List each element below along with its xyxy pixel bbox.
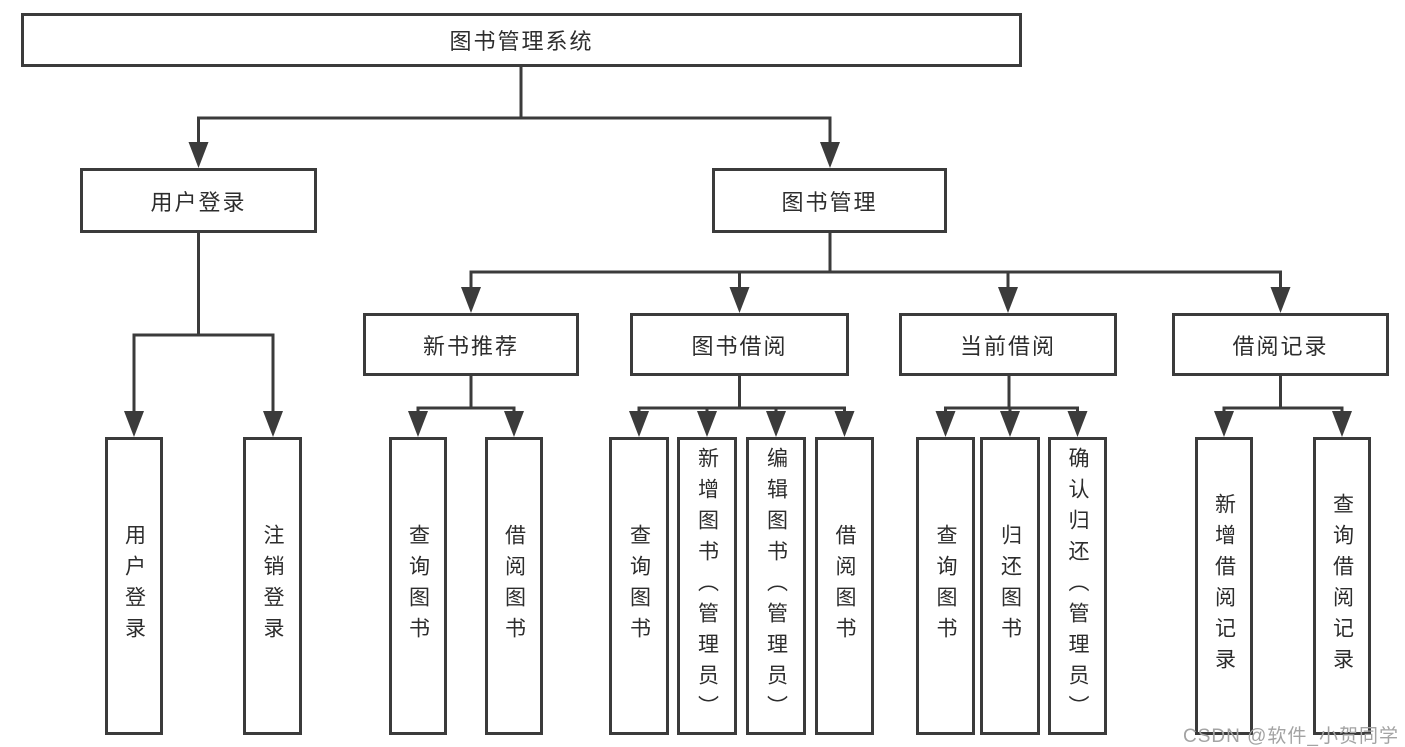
node-book-borrow: 图书借阅 — [630, 313, 849, 376]
arrowhead-icon — [504, 411, 524, 437]
leaf-recommend-borrow-books-label: 借阅图书 — [502, 524, 526, 648]
leaf-add-books-admin: 新增图书（管理员） — [677, 437, 737, 735]
leaf-borrow-books: 借阅图书 — [815, 437, 874, 735]
leaf-borrow-query-books: 查询图书 — [609, 437, 669, 735]
arrowhead-icon — [729, 287, 750, 313]
leaf-recommend-query-books: 查询图书 — [389, 437, 447, 735]
leaf-confirm-return-admin: 确认归还（管理员） — [1048, 437, 1107, 735]
arrowhead-icon — [188, 142, 209, 168]
arrowhead-icon — [820, 142, 840, 168]
connector-book-management-children — [469, 233, 1282, 292]
arrowhead-icon — [1332, 411, 1352, 437]
arrowhead-icon — [408, 411, 428, 437]
arrowhead-icon — [1214, 411, 1234, 437]
node-book-borrow-label: 图书借阅 — [691, 333, 788, 359]
node-book-management: 图书管理 — [712, 168, 947, 233]
arrowhead-icon — [998, 287, 1018, 313]
leaf-confirm-return-admin-label: 确认归还（管理员） — [1066, 446, 1089, 726]
leaf-add-books-admin-label: 新增图书（管理员） — [695, 446, 719, 726]
arrowhead-icon — [834, 411, 855, 437]
arrowhead-icon — [629, 411, 649, 437]
leaf-query-borrow-record: 查询借阅记录 — [1313, 437, 1371, 735]
leaf-edit-books-admin-label: 编辑图书（管理员） — [764, 446, 788, 726]
leaf-edit-books-admin: 编辑图书（管理员） — [746, 437, 806, 735]
leaf-user-login-label: 用户登录 — [122, 524, 146, 648]
node-borrow-records-label: 借阅记录 — [1232, 333, 1329, 359]
arrowhead-icon — [263, 411, 283, 437]
leaf-add-borrow-record-label: 新增借阅记录 — [1212, 493, 1236, 679]
leaf-return-books: 归还图书 — [980, 437, 1040, 735]
node-borrow-records: 借阅记录 — [1172, 313, 1389, 376]
arrowhead-icon — [766, 411, 786, 437]
leaf-recommend-query-books-label: 查询图书 — [406, 524, 430, 648]
leaf-logout-label: 注销登录 — [261, 524, 284, 648]
watermark-text: CSDN @软件_小贺同学 — [1183, 726, 1399, 747]
connector-user-login-children — [132, 233, 275, 414]
arrowhead-icon — [1067, 411, 1088, 437]
leaf-logout: 注销登录 — [243, 437, 302, 735]
node-new-book-recommend: 新书推荐 — [363, 313, 579, 376]
arrowhead-icon — [1000, 411, 1020, 437]
arrowhead-icon — [124, 411, 144, 437]
leaf-current-query-books: 查询图书 — [916, 437, 975, 735]
leaf-query-borrow-record-label: 查询借阅记录 — [1330, 493, 1354, 679]
connector-current-borrow-children — [944, 376, 1079, 414]
leaf-current-query-books-label: 查询图书 — [934, 524, 957, 648]
leaf-borrow-query-books-label: 查询图书 — [627, 524, 651, 648]
node-library-system-label: 图书管理系统 — [449, 29, 594, 54]
arrowhead-icon — [697, 411, 717, 437]
node-library-system: 图书管理系统 — [21, 13, 1022, 67]
connector-book-borrow-children — [637, 376, 846, 414]
connector-new-book-children — [416, 376, 516, 414]
node-user-login-label: 用户登录 — [150, 189, 247, 215]
node-current-borrow: 当前借阅 — [899, 313, 1117, 376]
leaf-recommend-borrow-books: 借阅图书 — [485, 437, 543, 735]
arrowhead-icon — [1270, 287, 1291, 313]
leaf-borrow-books-label: 借阅图书 — [833, 524, 856, 648]
node-new-book-recommend-label: 新书推荐 — [422, 333, 519, 359]
leaf-user-login: 用户登录 — [105, 437, 163, 735]
node-book-management-label: 图书管理 — [781, 189, 878, 215]
connector-borrow-records-children — [1222, 376, 1344, 414]
arrowhead-icon — [461, 287, 481, 313]
connector-root-to-level2 — [197, 67, 832, 146]
leaf-add-borrow-record: 新增借阅记录 — [1195, 437, 1253, 735]
arrowhead-icon — [935, 411, 956, 437]
node-user-login: 用户登录 — [80, 168, 317, 233]
node-current-borrow-label: 当前借阅 — [959, 333, 1056, 359]
leaf-return-books-label: 归还图书 — [998, 524, 1022, 648]
